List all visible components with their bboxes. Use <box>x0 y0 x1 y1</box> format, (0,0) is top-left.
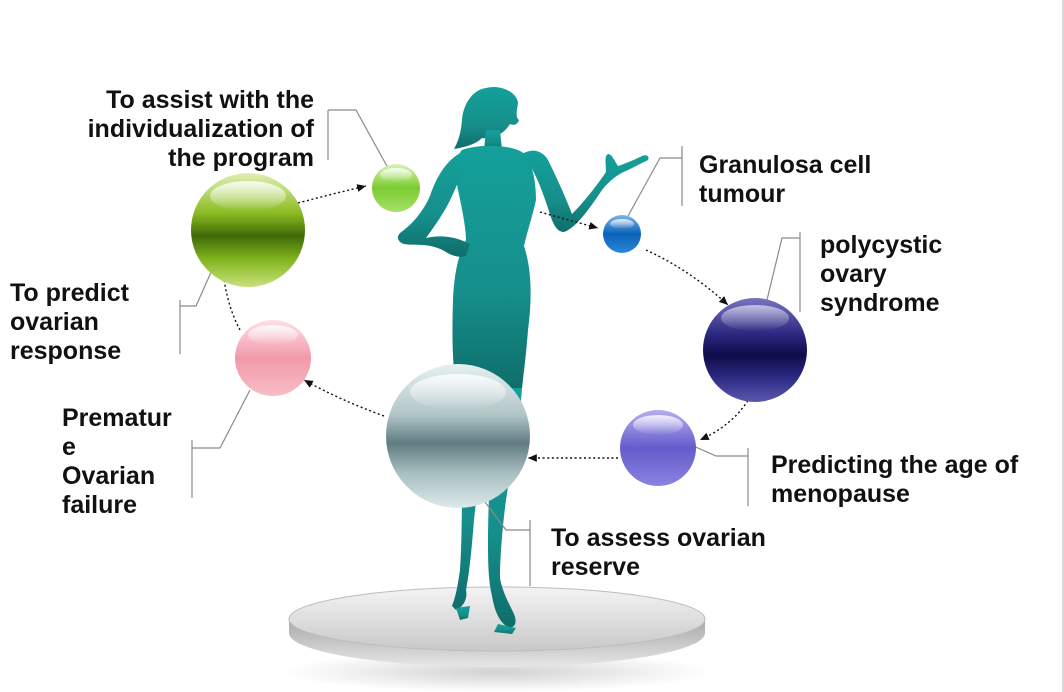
right-edge-divider <box>1062 0 1064 692</box>
leader-individualization <box>327 109 389 169</box>
sphere-pink <box>235 320 311 396</box>
arrow-green-to-lightgreen <box>297 184 367 204</box>
leader-granulosa <box>627 146 683 217</box>
pedestal <box>282 586 712 692</box>
sphere-blue-small <box>603 215 641 253</box>
sphere-light-green <box>372 164 420 212</box>
arrow-blue-to-navy <box>645 249 729 306</box>
label-polycystic-ovary-syndrome: polycystic ovary syndrome <box>820 231 943 317</box>
label-predict-ovarian-response: To predict ovarian response <box>10 279 129 365</box>
sphere-navy <box>703 298 807 402</box>
cycle-arrows <box>218 184 759 462</box>
leader-lines <box>179 109 801 586</box>
label-predicting-age-of-menopause: Predicting the age of menopause <box>771 451 1019 508</box>
arrow-lightgreen-to-blue <box>539 211 599 230</box>
label-granulosa-cell-tumour: Granulosa cell tumour <box>699 151 872 208</box>
leader-pof <box>191 389 251 498</box>
arrow-pink-to-green <box>218 257 241 331</box>
leader-pcos <box>765 232 801 312</box>
leader-ovarian-reserve <box>475 489 531 586</box>
sphere-silver-large <box>386 364 530 508</box>
sphere-lavender <box>620 410 696 486</box>
label-assess-ovarian-reserve: To assess ovarian reserve <box>551 524 766 581</box>
leader-predict-response <box>179 269 213 354</box>
label-premature-ovarian-failure: Prematur e Ovarian failure <box>62 404 172 519</box>
label-individualization: To assist with the individualization of … <box>87 86 314 172</box>
arrow-silver-to-pink <box>303 379 385 417</box>
sphere-green-large <box>191 173 305 287</box>
